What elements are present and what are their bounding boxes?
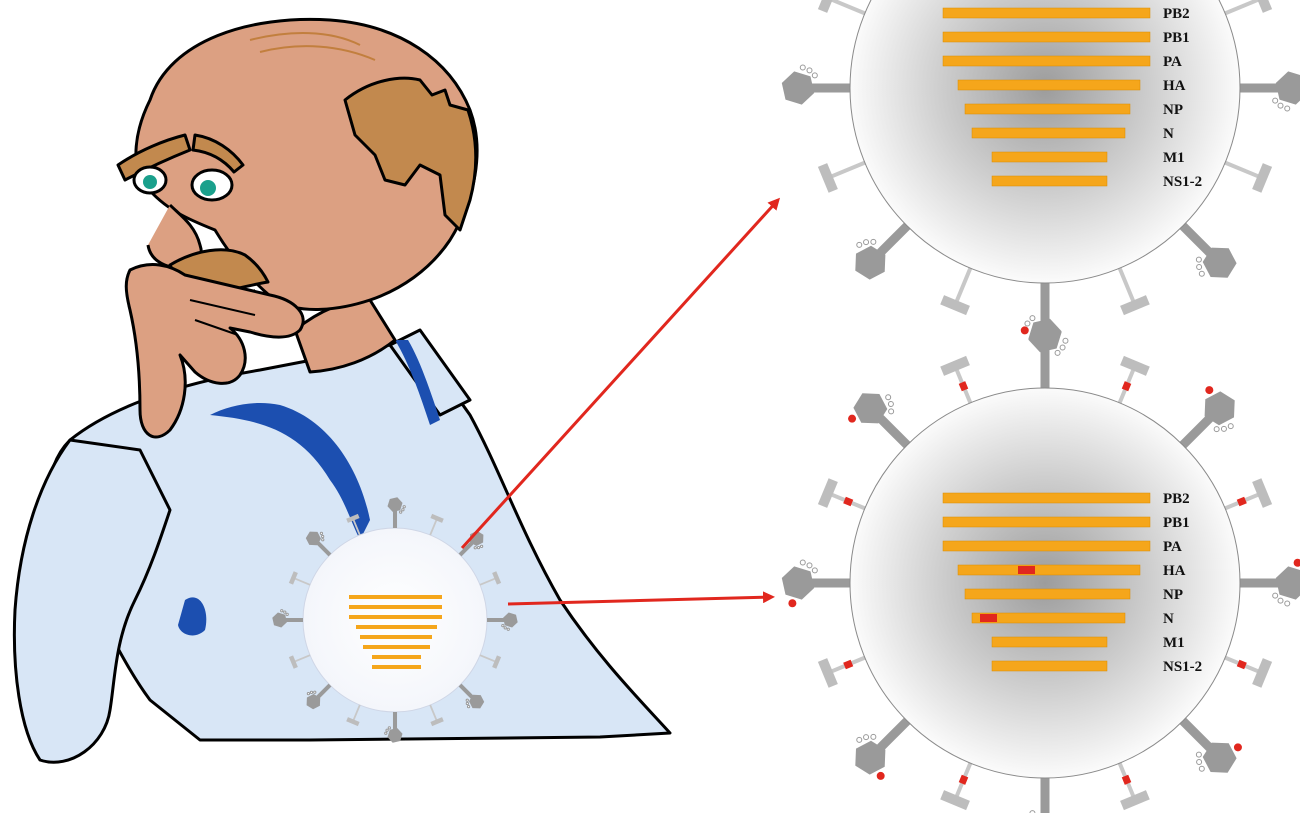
segment-bar-pb1 — [943, 32, 1150, 42]
stalk-protein-icon — [942, 763, 970, 805]
small-segment-bar — [349, 615, 442, 619]
spike-protein-icon — [855, 226, 907, 280]
segment-label-m1: M1 — [1163, 635, 1185, 651]
segment-label-np: NP — [1163, 102, 1183, 118]
mutation-marker-ha — [1018, 566, 1035, 574]
spike-protein-icon — [1240, 559, 1300, 606]
segment-label-n: N — [1163, 611, 1174, 627]
small-segment-bar — [349, 605, 442, 609]
segment-bar-n — [972, 128, 1125, 138]
spike-protein-icon — [1183, 386, 1235, 445]
small-segment-bar — [372, 655, 421, 659]
small-virus-icon — [272, 497, 517, 742]
segment-label-pa: PA — [1163, 54, 1182, 70]
segment-label-np: NP — [1163, 587, 1183, 603]
stalk-protein-icon — [1120, 268, 1148, 310]
segment-label-ns1-2: NS1-2 — [1163, 659, 1202, 675]
segment-bar-np — [965, 104, 1130, 114]
segment-bar-ha — [958, 565, 1140, 575]
segment-bar-pb1 — [943, 517, 1150, 527]
mutation-marker-n — [980, 614, 997, 622]
segment-bar-ha — [958, 80, 1140, 90]
spike-protein-icon — [1240, 71, 1300, 111]
spike-protein-icon — [1183, 226, 1237, 278]
segment-bar-pb2 — [943, 493, 1150, 503]
segment-bar-ns1-2 — [992, 176, 1107, 186]
segment-label-pb1: PB1 — [1163, 30, 1190, 46]
stalk-protein-icon — [942, 361, 970, 403]
segment-label-pa: PA — [1163, 539, 1182, 555]
segment-bar-m1 — [992, 637, 1107, 647]
stalk-protein-icon — [823, 658, 865, 686]
segment-label-m1: M1 — [1163, 150, 1185, 166]
spike-protein-icon — [782, 560, 850, 607]
stalk-protein-icon — [1225, 658, 1267, 686]
segment-label-n: N — [1163, 126, 1174, 142]
stalk-protein-icon — [823, 163, 865, 191]
spike-protein-icon — [1021, 320, 1068, 388]
segment-bar-m1 — [992, 152, 1107, 162]
spike-protein-icon — [1022, 778, 1069, 813]
spike-protein-icon — [782, 65, 850, 105]
segment-bar-np — [965, 589, 1130, 599]
small-segment-bar — [360, 635, 432, 639]
segment-label-ns1-2: NS1-2 — [1163, 174, 1202, 190]
stalk-protein-icon — [823, 480, 865, 508]
small-segment-bar — [363, 645, 430, 649]
segment-bar-pa — [943, 541, 1150, 551]
stalk-protein-icon — [1120, 361, 1148, 403]
arrow-to-original-virus — [462, 200, 778, 548]
spike-protein-icon — [855, 721, 907, 780]
stalk-protein-icon — [1225, 0, 1267, 13]
segment-label-ha: HA — [1163, 563, 1186, 579]
spike-protein-icon — [1183, 721, 1242, 773]
small-segment-bar — [356, 625, 437, 629]
stalk-protein-icon — [823, 0, 865, 13]
spike-protein-icon — [848, 393, 907, 445]
segment-bar-pa — [943, 56, 1150, 66]
segment-label-ha: HA — [1163, 78, 1186, 94]
segment-bar-pb2 — [943, 8, 1150, 18]
stalk-protein-icon — [1225, 163, 1267, 191]
segment-bar-ns1-2 — [992, 661, 1107, 671]
segment-label-pb2: PB2 — [1163, 6, 1190, 22]
stalk-protein-icon — [942, 268, 970, 310]
segment-label-pb1: PB1 — [1163, 515, 1190, 531]
small-segment-bar — [372, 665, 421, 669]
small-segment-bar — [349, 595, 442, 599]
stalk-protein-icon — [1120, 763, 1148, 805]
stalk-protein-icon — [1225, 480, 1267, 508]
segment-label-pb2: PB2 — [1163, 491, 1190, 507]
